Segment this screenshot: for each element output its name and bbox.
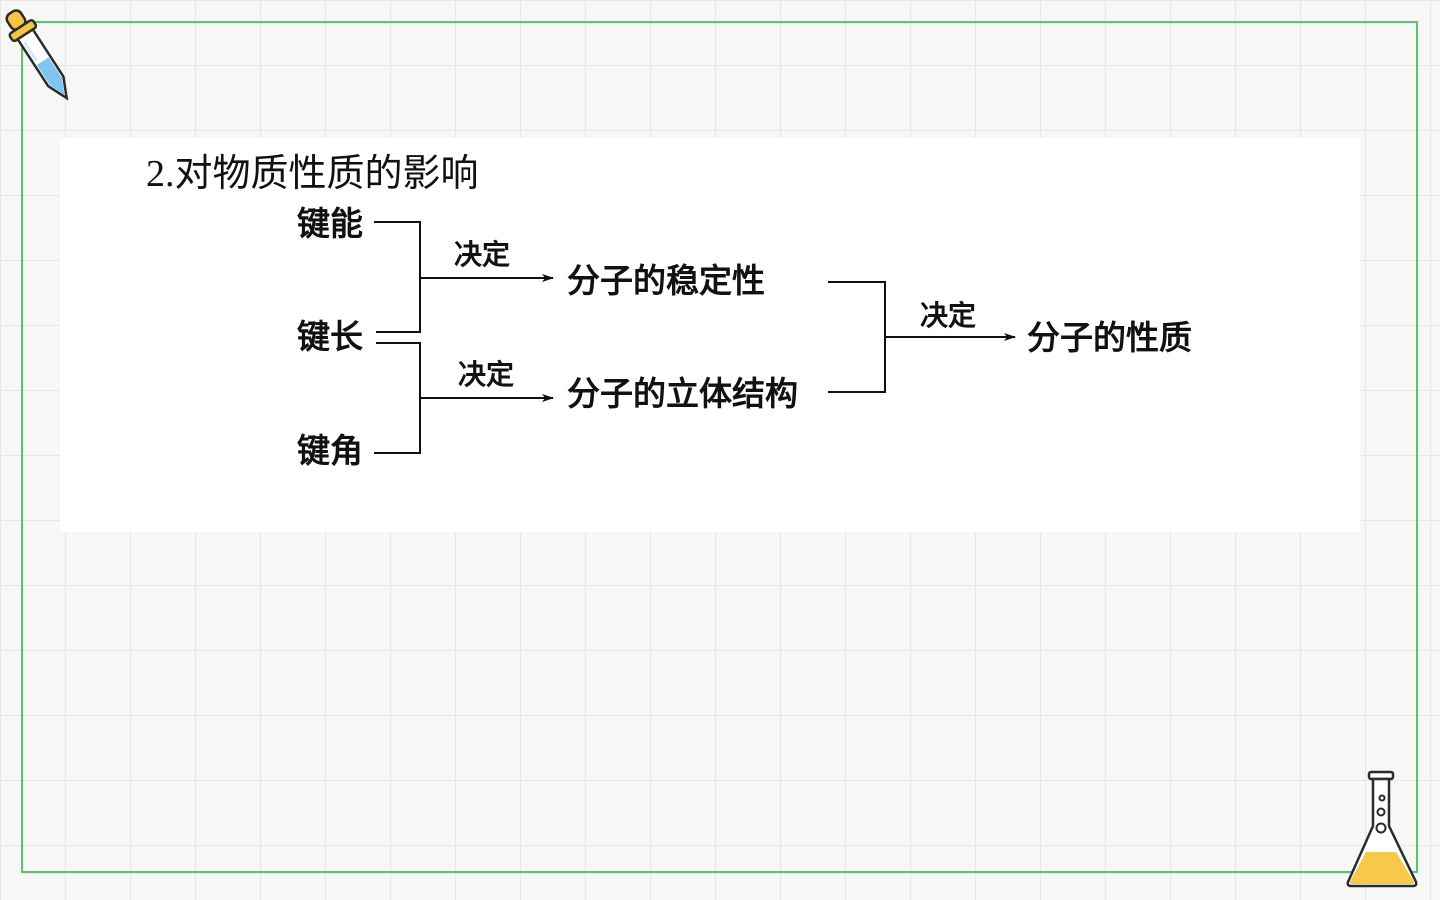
bracket-length-angle <box>374 342 421 454</box>
bracket-energy-length <box>374 221 421 333</box>
edge-label-final: 决定 <box>920 299 977 332</box>
node-molecular-structure: 分子的立体结构 <box>567 374 798 413</box>
node-bond-length: 键长 <box>297 317 363 356</box>
section-title: 2.对物质性质的影响 <box>146 142 479 197</box>
node-bond-energy: 键能 <box>297 204 363 243</box>
node-molecular-properties: 分子的性质 <box>1027 318 1192 357</box>
section-number: 2. <box>146 153 175 195</box>
bracket-intermediate <box>828 281 886 393</box>
node-molecular-stability: 分子的稳定性 <box>567 261 765 300</box>
dropper-icon <box>4 2 76 116</box>
slide-frame <box>21 21 1418 873</box>
flask-icon <box>1344 768 1424 896</box>
content-panel <box>60 138 1360 532</box>
edge-label-lower: 决定 <box>458 358 515 391</box>
section-title-text: 对物质性质的影响 <box>174 151 479 195</box>
edge-label-upper: 决定 <box>454 238 511 271</box>
node-bond-angle: 键角 <box>297 431 363 470</box>
